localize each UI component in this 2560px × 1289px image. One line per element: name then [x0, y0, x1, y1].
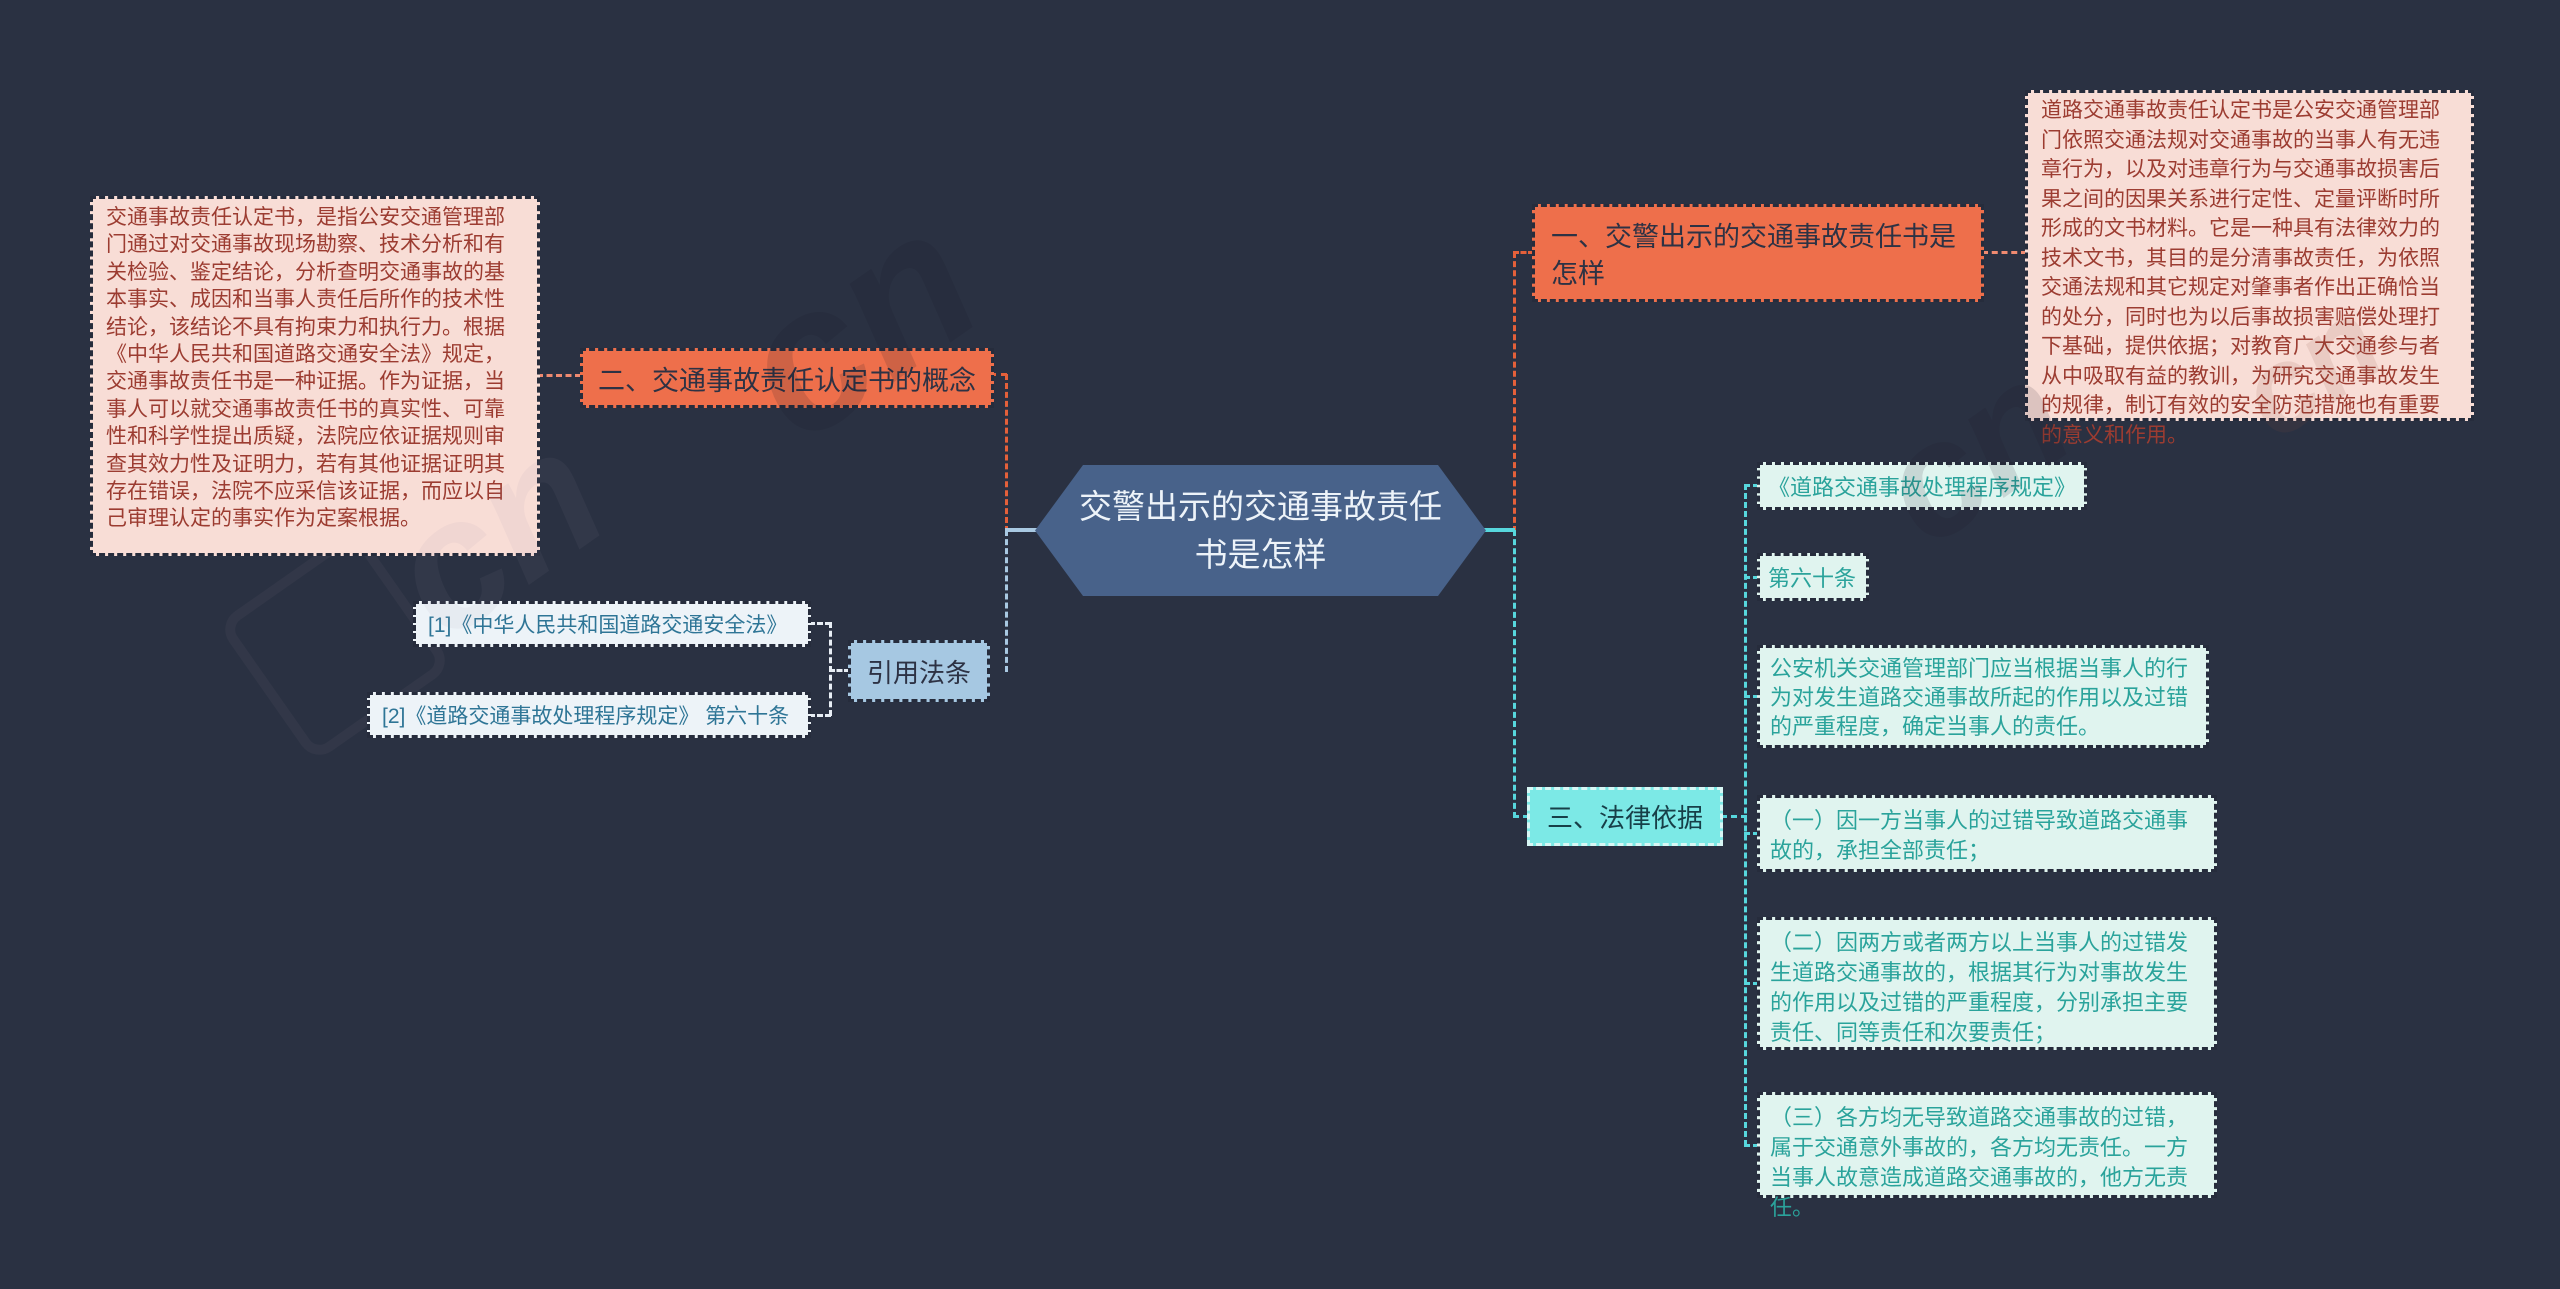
citations-node[interactable]: 引用法条	[848, 640, 990, 702]
connector-concept-note	[537, 374, 581, 377]
connector-left-trunk-lower	[1005, 530, 1008, 672]
watermark-text: cn	[696, 166, 1016, 483]
connector-legal-item-stub	[1744, 695, 1759, 698]
legal-item-node[interactable]: 《道路交通事故处理程序规定》	[1757, 462, 2087, 510]
connector-legal-right-stub	[1721, 815, 1747, 818]
connector-legal-item-stub	[1744, 832, 1759, 835]
root-node[interactable]: 交警出示的交通事故责任书是怎样	[1035, 465, 1486, 596]
connector-ref2-stub	[809, 714, 831, 717]
concept-note-node[interactable]: 交通事故责任认定书，是指公安交通管理部门通过对交通事故现场勘察、技术分析和有关检…	[90, 196, 540, 556]
connector-right-trunk-lower	[1513, 530, 1516, 818]
legal-item-node[interactable]: （二）因两方或者两方以上当事人的过错发生道路交通事故的，根据其行为对事故发生的作…	[1757, 917, 2217, 1050]
branch-legal-node[interactable]: 三、法律依据	[1527, 787, 1723, 846]
legal-item-node[interactable]: （三）各方均无导致道路交通事故的过错，属于交通意外事故的，各方均无责任。一方当事…	[1757, 1092, 2217, 1220]
root-node-label: 交警出示的交通事故责任书是怎样	[1079, 487, 1442, 573]
connector-left-trunk-upper	[1005, 374, 1008, 532]
connector-concept-stub	[990, 373, 1007, 376]
citation-item-node[interactable]: [2]《道路交通事故处理程序规定》 第六十条	[367, 692, 811, 738]
connector-root-right	[1484, 528, 1515, 532]
legal-item-node[interactable]: （一）因一方当事人的过错导致道路交通事故的，承担全部责任；	[1757, 795, 2217, 872]
connector-what-stub	[1513, 251, 1534, 254]
branch-what-node[interactable]: 一、交警出示的交通事故责任书是怎样	[1532, 204, 1984, 302]
connector-right-trunk-upper	[1513, 252, 1516, 532]
branch-concept-node[interactable]: 二、交通事故责任认定书的概念	[580, 348, 994, 408]
legal-item-node[interactable]: 公安机关交通管理部门应当根据当事人的行为对发生道路交通事故所起的作用以及过错的严…	[1757, 645, 2209, 748]
connector-legal-item-stub	[1744, 982, 1759, 985]
connector-legal-item-stub	[1744, 484, 1759, 487]
connector-what-note	[1982, 251, 2027, 254]
connector-root-left	[1005, 528, 1037, 532]
connector-citations-stub	[829, 669, 850, 672]
citation-item-node[interactable]: [1]《中华人民共和国道路交通安全法》	[413, 601, 811, 647]
connector-legal-item-stub	[1744, 576, 1759, 579]
legal-item-node[interactable]: 第六十条	[1757, 553, 1869, 601]
connector-ref1-stub	[809, 622, 831, 625]
what-note-node[interactable]: 道路交通事故责任认定书是公安交通管理部门依照交通法规对交通事故的当事人有无违章行…	[2025, 90, 2474, 447]
connector-legal-item-stub	[1744, 1144, 1759, 1147]
connector-legal-stub	[1513, 815, 1529, 818]
